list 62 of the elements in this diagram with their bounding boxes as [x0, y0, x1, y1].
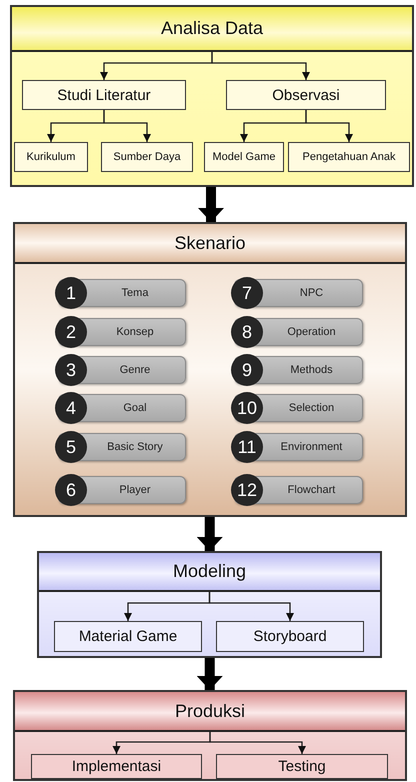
block-arrow — [196, 658, 223, 690]
step-number: 4 — [55, 392, 87, 424]
arrow — [305, 110, 353, 142]
step-label: Environment — [280, 441, 342, 453]
process-box: Pengetahuan Anak — [288, 142, 410, 172]
step-number: 2 — [55, 316, 87, 348]
step-number: 1 — [55, 277, 87, 309]
step-label: Tema — [122, 287, 148, 299]
step-pill — [234, 476, 363, 504]
step-label: Genre — [120, 364, 150, 376]
step-number: 10 — [231, 392, 263, 424]
step-number: 6 — [55, 474, 87, 506]
step-label: NPC — [300, 287, 324, 299]
step-pill — [58, 318, 186, 346]
step-number: 8 — [231, 316, 263, 348]
step-pill — [58, 356, 186, 384]
step-label: Operation — [287, 326, 336, 338]
step-pill — [234, 318, 363, 346]
step-label: Selection — [288, 402, 334, 414]
step-number: 7 — [231, 277, 263, 309]
process-box: Implementasi — [31, 754, 202, 779]
step-pill — [234, 356, 363, 384]
step-label: Konsep — [116, 326, 154, 338]
step-pill — [234, 394, 363, 422]
step-pill — [58, 394, 186, 422]
step-number: 5 — [55, 431, 87, 463]
process-box: Observasi — [226, 80, 386, 110]
section-panel — [13, 690, 407, 781]
step-number: 9 — [231, 354, 263, 386]
process-box: Kurikulum — [14, 142, 88, 172]
section-header: Produksi — [15, 692, 405, 732]
step-pill — [58, 476, 186, 504]
block-arrow — [196, 517, 223, 551]
process-box: Material Game — [54, 621, 202, 652]
step-number: 3 — [55, 354, 87, 386]
step-label: Goal — [123, 402, 147, 414]
step-label: Player — [119, 484, 151, 496]
step-label: Methods — [290, 364, 333, 376]
step-label: Flowchart — [288, 484, 336, 496]
process-box: Model Game — [204, 142, 284, 172]
step-label: Basic Story — [107, 441, 163, 453]
arrow — [211, 50, 310, 80]
step-number: 11 — [231, 431, 263, 463]
process-box: Sumber Daya — [101, 142, 193, 172]
process-box: Testing — [216, 754, 388, 779]
step-pill — [234, 279, 363, 307]
arrow — [103, 110, 151, 142]
step-number: 12 — [231, 474, 263, 506]
block-arrow — [198, 187, 224, 222]
section-panel — [37, 551, 382, 658]
step-pill — [58, 433, 186, 461]
step-pill — [58, 279, 186, 307]
section-header: Modeling — [39, 553, 380, 592]
section-panel — [10, 5, 414, 187]
process-box: Studi Literatur — [22, 80, 186, 110]
arrow — [208, 590, 294, 621]
section-panel — [13, 222, 407, 517]
arrow — [209, 730, 306, 754]
step-pill — [234, 433, 363, 461]
process-box: Storyboard — [216, 621, 364, 652]
section-header: Skenario — [15, 224, 405, 264]
section-header: Analisa Data — [12, 7, 412, 52]
